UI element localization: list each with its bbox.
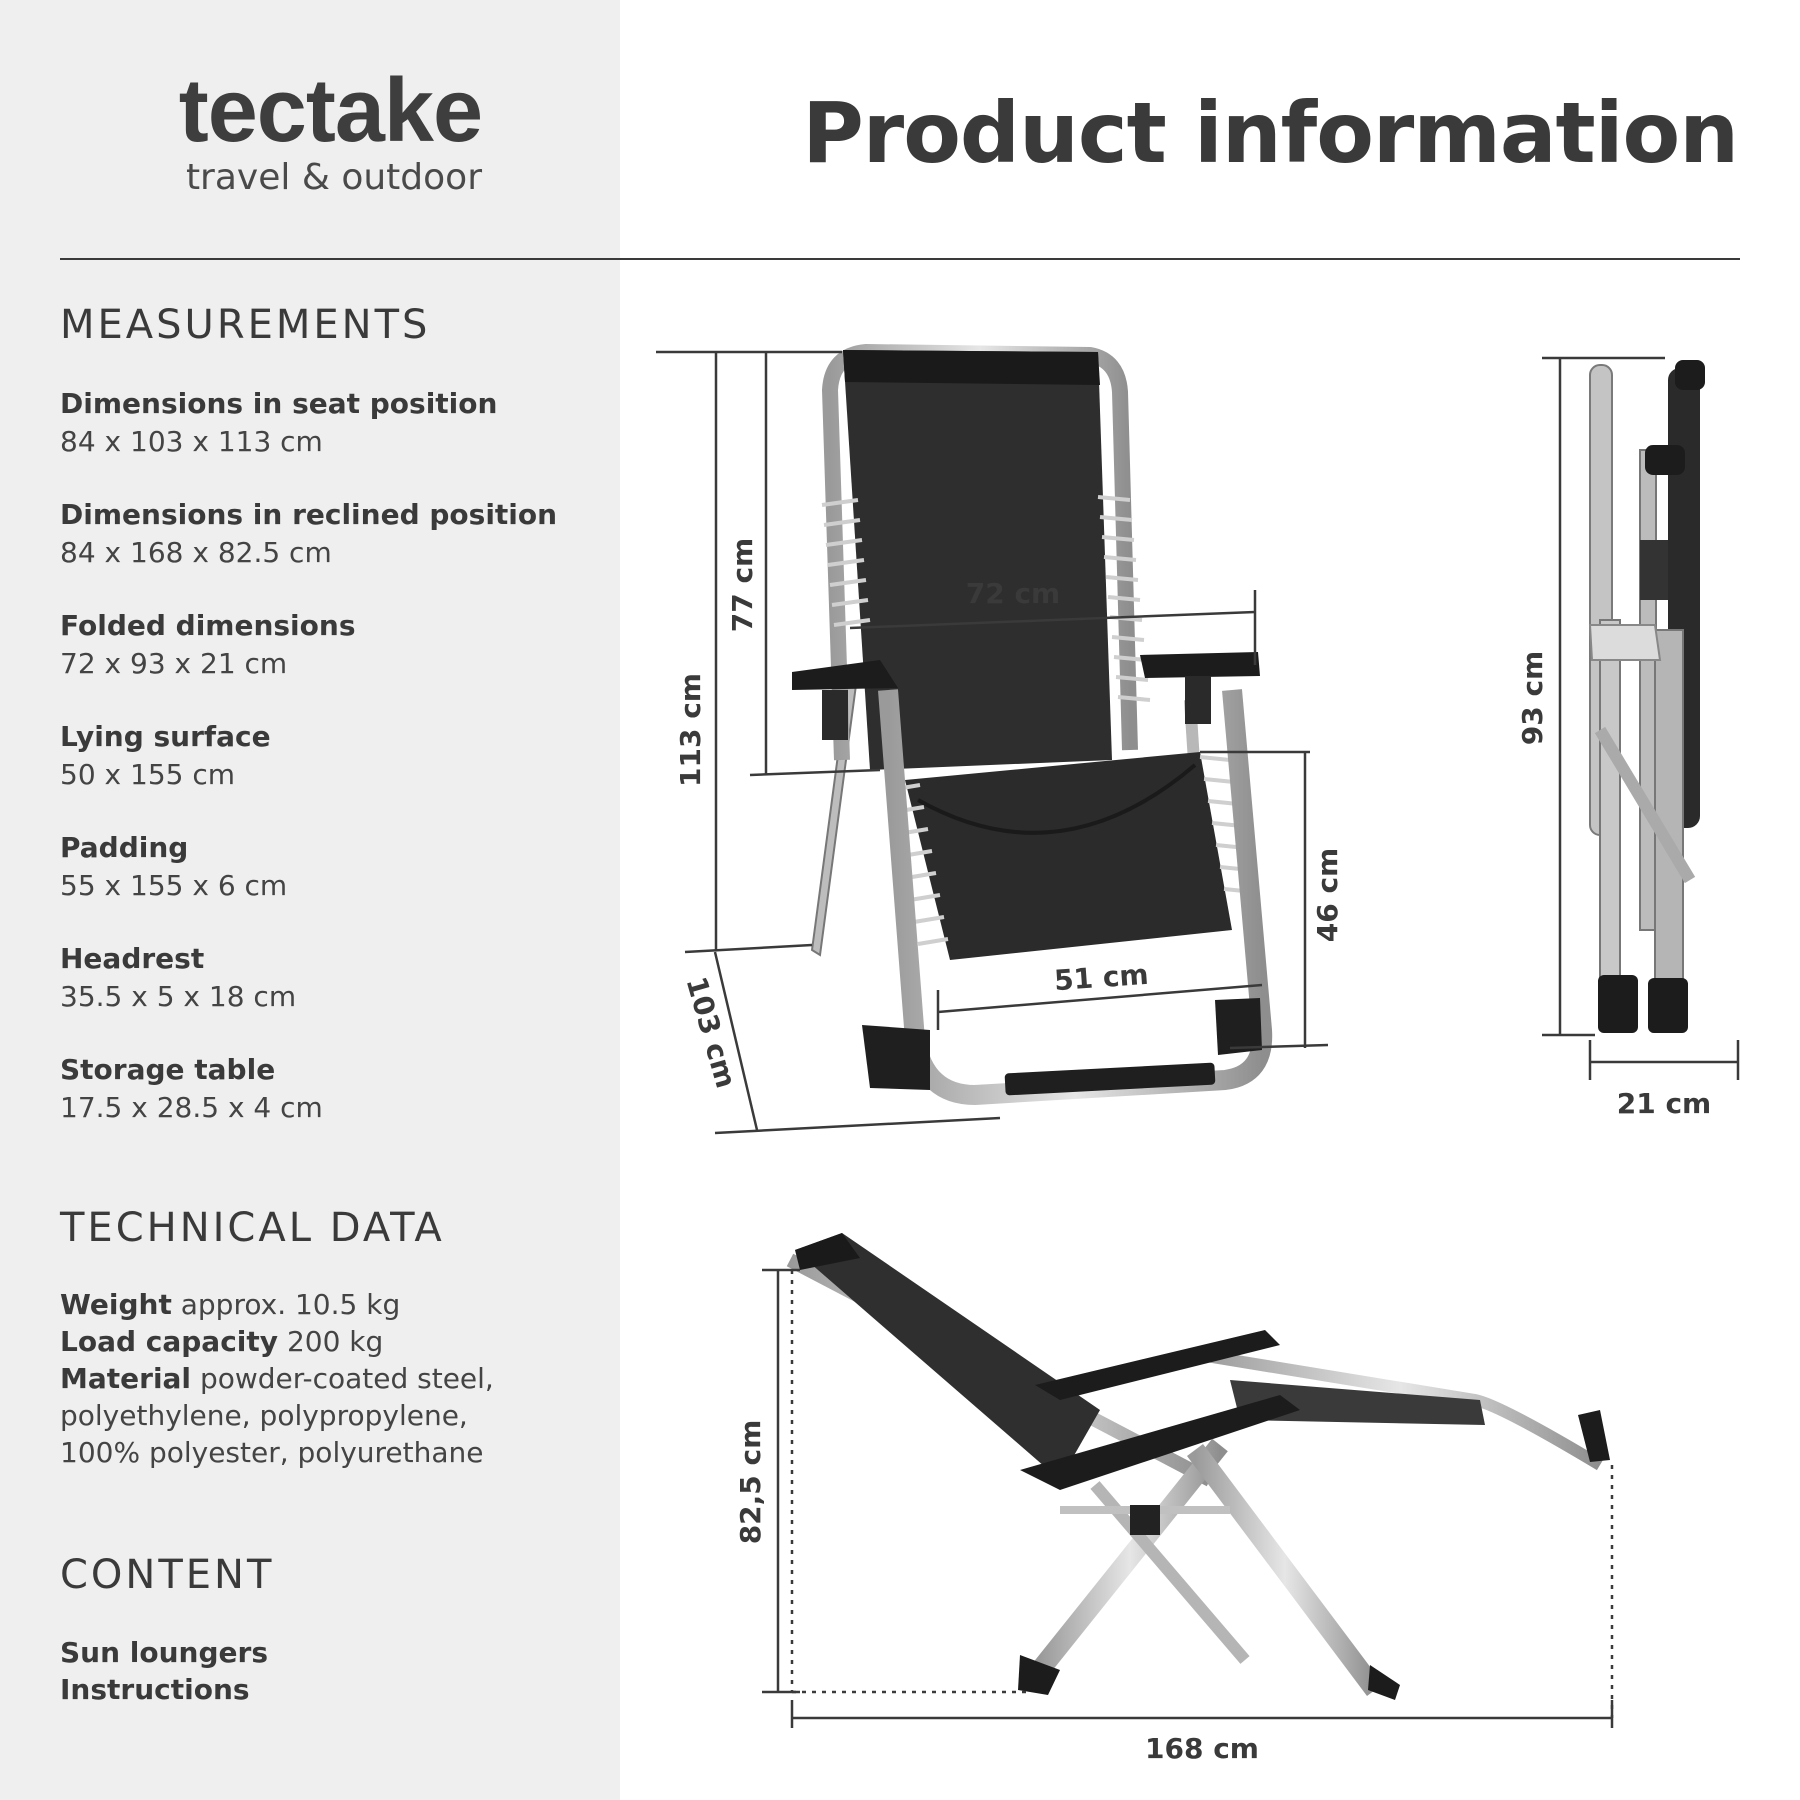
dim-back-height-label: 77 cm	[726, 538, 759, 633]
chair-reclined-illustration	[786, 1233, 1610, 1700]
spec-folded: Folded dimensions 72 x 93 x 21 cm	[60, 607, 600, 683]
dim-back-width-label: 72 cm	[966, 577, 1061, 610]
page-title: Product information	[802, 84, 1739, 182]
measurements-heading: MEASUREMENTS	[60, 302, 431, 348]
content-heading: CONTENT	[60, 1552, 275, 1598]
spec-label: Dimensions in seat position	[60, 387, 498, 420]
spec-label: Lying surface	[60, 720, 271, 753]
brand-tagline: travel & outdoor	[185, 157, 482, 198]
spec-lying-surface: Lying surface 50 x 155 cm	[60, 718, 600, 794]
dim-folded-depth-label: 21 cm	[1617, 1087, 1712, 1120]
chair-folded-illustration	[1588, 360, 1705, 1033]
brand-logo: tectake travel & outdoor	[138, 66, 488, 198]
header-divider	[60, 258, 1740, 260]
content-list: Sun loungers Instructions	[60, 1634, 268, 1708]
tech-material-line: polyethylene, polypropylene,	[60, 1399, 468, 1432]
spec-value: 84 x 168 x 82.5 cm	[60, 536, 332, 569]
spec-value: 84 x 103 x 113 cm	[60, 425, 323, 458]
dim-total-height-label: 113 cm	[674, 673, 707, 787]
spec-label: Headrest	[60, 942, 205, 975]
dim-seat-height-label: 46 cm	[1311, 848, 1344, 943]
content-item: Sun loungers	[60, 1636, 268, 1669]
spec-reclined-position: Dimensions in reclined position 84 x 168…	[60, 496, 600, 572]
tech-weight: Weight approx. 10.5 kg	[60, 1286, 600, 1323]
dim-seat-width-label: 51 cm	[1053, 958, 1150, 998]
dim-folded-height-label: 93 cm	[1516, 651, 1549, 746]
tech-material-line: 100% polyester, polyurethane	[60, 1436, 484, 1469]
spec-storage-table: Storage table 17.5 x 28.5 x 4 cm	[60, 1051, 600, 1127]
tech-material: Material powder-coated steel,	[60, 1360, 600, 1397]
tech-load-label: Load capacity	[60, 1325, 279, 1358]
spec-seat-position: Dimensions in seat position 84 x 103 x 1…	[60, 385, 600, 461]
technical-heading: TECHNICAL DATA	[60, 1205, 445, 1251]
dim-reclined-height-label: 82,5 cm	[734, 1420, 767, 1545]
spec-value: 55 x 155 x 6 cm	[60, 869, 288, 902]
content-item: Instructions	[60, 1673, 250, 1706]
tech-material-label: Material	[60, 1362, 192, 1395]
spec-value: 72 x 93 x 21 cm	[60, 647, 288, 680]
dim-reclined-length-label: 168 cm	[1145, 1732, 1259, 1765]
tech-load: Load capacity 200 kg	[60, 1323, 600, 1360]
chair-upright-illustration	[792, 344, 1273, 1105]
spec-label: Storage table	[60, 1053, 276, 1086]
brand-name: tectake	[178, 61, 483, 161]
spec-label: Folded dimensions	[60, 609, 356, 642]
spec-label: Dimensions in reclined position	[60, 498, 558, 531]
folded-dimension-lines	[1542, 356, 1740, 1080]
spec-headrest: Headrest 35.5 x 5 x 18 cm	[60, 940, 600, 1016]
tech-weight-value: approx. 10.5 kg	[180, 1288, 401, 1321]
spec-label: Padding	[60, 831, 189, 864]
tech-load-value: 200 kg	[286, 1325, 384, 1358]
spec-value: 17.5 x 28.5 x 4 cm	[60, 1091, 323, 1124]
spec-padding: Padding 55 x 155 x 6 cm	[60, 829, 600, 905]
upright-dimension-lines	[656, 350, 1329, 1135]
tech-material-value: powder-coated steel,	[199, 1362, 494, 1395]
spec-value: 35.5 x 5 x 18 cm	[60, 980, 297, 1013]
technical-data: Weight approx. 10.5 kg Load capacity 200…	[60, 1286, 600, 1471]
reclined-dimension-lines	[762, 1268, 1614, 1728]
spec-value: 50 x 155 cm	[60, 758, 236, 791]
sidebar-panel	[0, 0, 620, 1800]
tech-weight-label: Weight	[60, 1288, 172, 1321]
